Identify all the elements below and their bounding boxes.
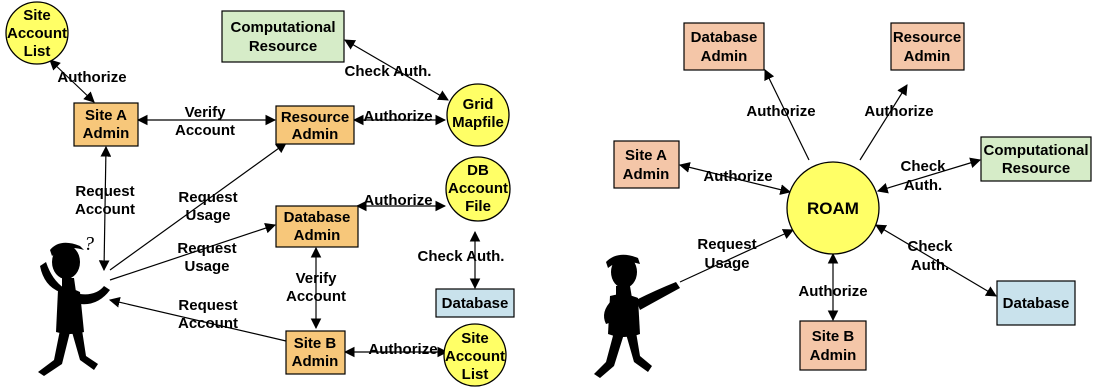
- node-roam[interactable]: ROAM: [786, 161, 880, 255]
- conn-person-roam: [679, 229, 794, 283]
- question-mark-glyph: ?: [84, 233, 94, 255]
- label-authorize-siteA: Authorize: [703, 168, 772, 185]
- confused-person-icon: ?: [38, 233, 110, 376]
- conn-person-dbadmin: [109, 222, 277, 281]
- conn-roam-comp: [876, 157, 982, 194]
- conn-person-siteB: [108, 296, 287, 342]
- conn-roam-dbadmin: [764, 69, 810, 161]
- pointing-person-icon: [594, 254, 680, 378]
- label-check-auth-grid: Check Auth.: [345, 63, 432, 80]
- node-database-right[interactable]: Database: [996, 280, 1076, 326]
- conn-roam-database: [875, 224, 997, 297]
- label-authorize-siteb: Authorize: [368, 341, 437, 358]
- svg-text:Database: Database: [442, 295, 509, 312]
- label-authorize-siteB: Authorize: [798, 283, 867, 300]
- svg-text:Database: Database: [1003, 295, 1070, 312]
- conn-siteA-person: [98, 145, 112, 272]
- label-check-auth-db: Check Auth.: [418, 248, 505, 265]
- conn-comp-grid: [344, 39, 449, 101]
- left-connectors: [49, 39, 481, 358]
- right-connectors: [678, 69, 997, 322]
- conn-roam-siteA: [678, 162, 792, 195]
- label-authorize-grid: Authorize: [363, 108, 432, 125]
- label-authorize-top: Authorize: [57, 69, 126, 86]
- node-database-left[interactable]: Database: [435, 288, 515, 318]
- svg-text:ROAM: ROAM: [807, 199, 859, 218]
- conn-roam-resadmin: [859, 84, 908, 161]
- label-authorize-resadmin: Authorize: [864, 103, 933, 120]
- label-authorize-db: Authorize: [363, 192, 432, 209]
- conn-person-resource: [109, 142, 287, 271]
- conn-sitelist-siteA: [49, 59, 95, 103]
- label-authorize-dbadmin: Authorize: [746, 103, 815, 120]
